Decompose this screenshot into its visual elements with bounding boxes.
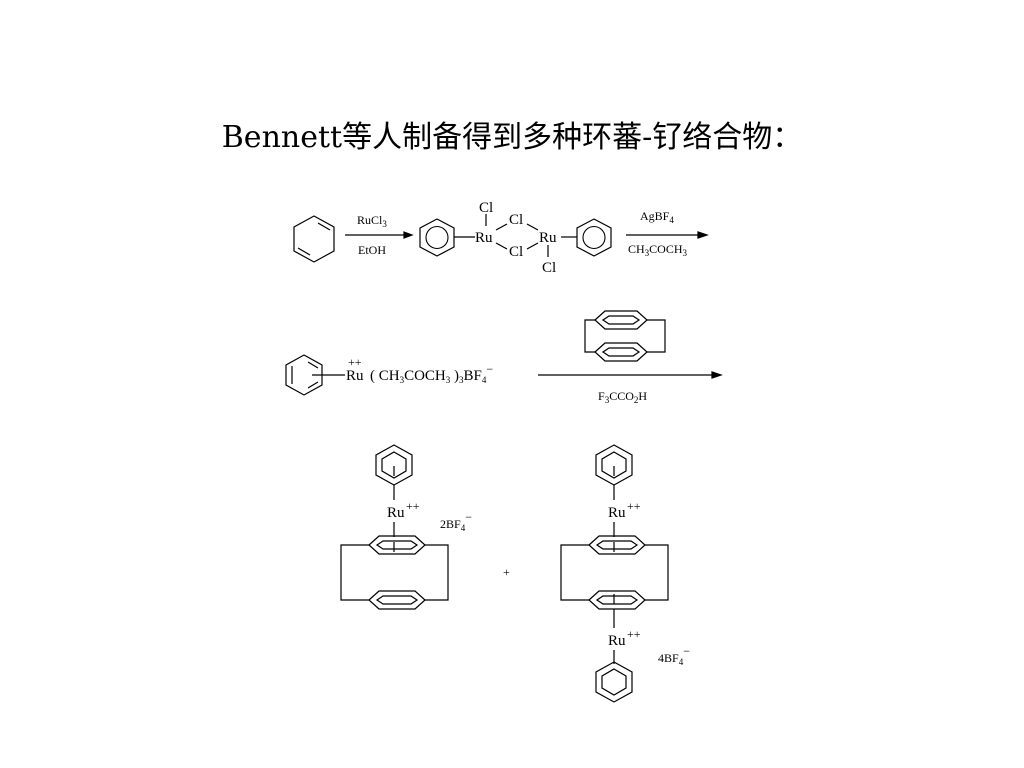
reaction-arrow-2: AgBF4 CH3COCH3 bbox=[626, 209, 709, 258]
reaction-arrow-1: RuCl3 EtOH bbox=[345, 213, 414, 257]
ruthenium-product-left: Ru bbox=[387, 505, 405, 521]
acetone-ligands-bf4: ( CH3COCH3 )3BF4− bbox=[370, 362, 493, 385]
product-di-ruthenium-structure: Ru ++ Ru ++ 4BF4− bbox=[560, 444, 690, 703]
paracyclophane-reagent-structure bbox=[584, 310, 666, 362]
solvent-acetone: CH3COCH3 bbox=[628, 242, 688, 258]
charge-product-left: ++ bbox=[406, 499, 420, 513]
intermediate-complex-structure: ++ Ru ( CH3COCH3 )3BF4− bbox=[285, 354, 493, 396]
chloride-bridge-lower: Cl bbox=[509, 244, 523, 260]
charge-product-right-bottom: ++ bbox=[627, 627, 641, 641]
slide-title: Bennett等人制备得到多种环蕃-钌络合物： bbox=[221, 120, 803, 155]
charge-product-right-top: ++ bbox=[627, 499, 641, 513]
counterion-right: 4BF4− bbox=[658, 644, 690, 667]
chloride-bridge-upper: Cl bbox=[509, 212, 523, 228]
ruthenium-intermediate: Ru bbox=[346, 368, 364, 384]
counterion-left: 2BF4− bbox=[440, 510, 472, 533]
reaction-arrow-3: F3CCO2H bbox=[538, 371, 723, 405]
charge-intermediate: ++ bbox=[348, 355, 362, 369]
ruthenium-right: Ru bbox=[539, 230, 557, 246]
ruthenium-product-right-bottom: Ru bbox=[608, 633, 626, 649]
solvent-tfa: F3CCO2H bbox=[598, 389, 647, 405]
reagent-rucl3: RuCl3 bbox=[357, 213, 387, 229]
cyclohexadiene-structure bbox=[293, 215, 335, 263]
solvent-etoh: EtOH bbox=[358, 243, 386, 257]
ruthenium-dimer-structure: Cl Ru Cl Cl Ru Cl bbox=[419, 200, 612, 276]
ruthenium-left: Ru bbox=[475, 230, 493, 246]
chloride-bottom: Cl bbox=[542, 260, 556, 276]
product-mono-ruthenium-structure: Ru ++ 2BF4− bbox=[340, 444, 472, 610]
ruthenium-product-right-top: Ru bbox=[608, 505, 626, 521]
chloride-top: Cl bbox=[479, 200, 493, 216]
reagent-agbf4: AgBF4 bbox=[640, 209, 674, 225]
plus-sign: + bbox=[503, 565, 510, 579]
